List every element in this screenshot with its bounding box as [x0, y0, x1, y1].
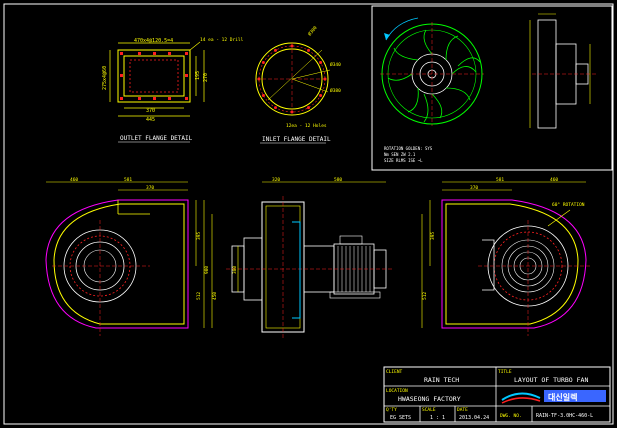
outlet-bottom-a: 370: [146, 108, 155, 114]
outlet-flange-label: OUTLET FLANGE DETAIL: [120, 135, 193, 142]
impeller-note-2: Nm SEN ZW 2.1: [384, 152, 416, 157]
side-top-a: 320: [272, 177, 280, 183]
front-top-a: 460: [70, 177, 78, 183]
outlet-right-b: 270: [203, 73, 209, 82]
front-right-c: 900: [204, 266, 210, 274]
qty-label: Q'TY: [386, 407, 397, 413]
impeller-side-view: [529, 13, 596, 129]
rear-top-c: 370: [470, 185, 478, 191]
location-value: HWASEONG FACTORY: [398, 395, 461, 403]
dwg-label: DWG. NO.: [500, 413, 522, 419]
inlet-d2: Ø340: [330, 61, 341, 68]
title-label: TITLE: [498, 369, 512, 375]
outlet-bolt-note: 14 ea - 12 Drill: [200, 37, 244, 43]
outlet-side-dim: 275x4@60: [102, 66, 108, 90]
drawing-border: [3, 3, 614, 425]
impeller-notes: ROTATION GOLDEN: SYS Nm SEN ZW 2.1 SIZE …: [384, 146, 433, 163]
scale-value: 1 : 1: [430, 415, 445, 421]
impeller-note-1: ROTATION GOLDEN: SYS: [384, 146, 433, 151]
side-left: 380: [232, 266, 238, 274]
rear-left-b: 512: [422, 292, 428, 300]
outlet-top-dim: 470x4@120.5=4: [134, 38, 173, 44]
inlet-flange-detail: Ø300 Ø340 Ø380 12ea - 12 Holes INLET FLA…: [255, 24, 341, 144]
front-top-c: 370: [146, 185, 154, 191]
title-block: CLIENT RAIN TECH TITLE LAYOUT OF TURBO F…: [383, 366, 611, 423]
front-right-b: 450: [212, 292, 218, 300]
location-label: LOCATION: [386, 388, 408, 394]
impeller-detail-box: [371, 5, 613, 171]
dwg-value: RAIN-TF-3.0HC-460-L: [536, 413, 593, 419]
front-right-a: 395: [196, 232, 202, 240]
rear-left-a: 395: [430, 232, 436, 240]
fan-front-view: 460 581 370 395 900 512 450: [45, 177, 218, 336]
front-right-d: 512: [196, 292, 202, 300]
client-value: RAIN TECH: [424, 376, 459, 384]
front-top-b: 581: [124, 177, 132, 183]
side-top-b: 580: [334, 177, 342, 183]
outlet-flange-detail: 470x4@120.5=4 14 ea - 12 Drill 275x4@60 …: [102, 37, 244, 143]
inlet-d1: Ø300: [306, 24, 319, 37]
fan-side-view: 320 580 380: [226, 177, 392, 338]
rear-top-b: 460: [550, 177, 558, 183]
outlet-bottom-b: 445: [146, 117, 155, 123]
fan-rear-view: 581 460 370 395 512 60° ROTATION: [421, 177, 590, 336]
inlet-d3: Ø380: [330, 87, 341, 94]
date-label: DATE: [457, 407, 468, 413]
impeller-front-view: [380, 17, 484, 126]
outlet-right-a: 195: [195, 71, 201, 80]
rear-top-a: 581: [496, 177, 504, 183]
rear-rotation-note: 60° ROTATION: [552, 202, 585, 208]
qty-value: EG SETS: [390, 415, 411, 421]
company-logo: 대신일렉: [501, 390, 606, 404]
impeller-note-3: SIZE RLMS ISE ~L: [384, 158, 423, 163]
inlet-bolt-note: 12ea - 12 Holes: [286, 123, 327, 129]
logo-text: 대신일렉: [548, 392, 577, 402]
inlet-flange-label: INLET FLANGE DETAIL: [262, 136, 331, 143]
date-value: 2013.04.24: [459, 415, 489, 421]
client-label: CLIENT: [386, 369, 403, 375]
scale-label: SCALE: [422, 407, 436, 413]
title-value: LAYOUT OF TURBO FAN: [514, 376, 588, 384]
